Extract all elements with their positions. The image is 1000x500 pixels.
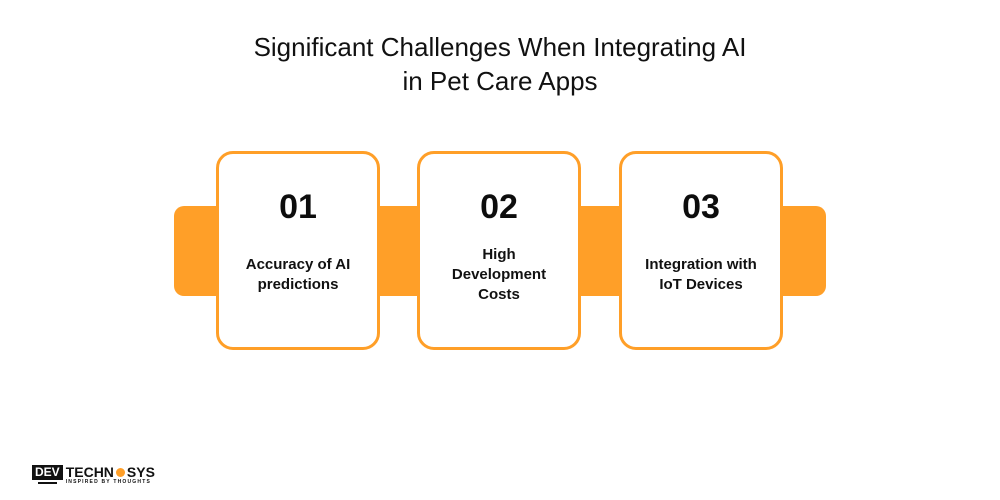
- diagram-title: Significant Challenges When Integrating …: [0, 30, 1000, 98]
- challenge-card-3: 03 Integration with IoT Devices: [619, 151, 783, 350]
- card-label: High Development Costs: [451, 246, 547, 303]
- logo-tagline: INSPIRED BY THOUGHTS: [65, 479, 151, 485]
- challenge-card-1: 01 Accuracy of AI predictions: [216, 151, 380, 350]
- title-line-1: Significant Challenges When Integrating …: [253, 32, 747, 62]
- title-line-2: in Pet Care Apps: [402, 66, 598, 96]
- logo-word-right: SYS: [126, 464, 155, 480]
- card-number: 03: [682, 188, 720, 226]
- logo-monitor-icon: DEV: [32, 465, 63, 484]
- card-number: 02: [480, 188, 518, 226]
- brand-logo: DEV TECHN SYS INSPIRED BY THOUGHTS: [32, 465, 155, 487]
- card-number: 01: [279, 188, 317, 226]
- logo-wordmark: TECHN SYS: [66, 465, 155, 479]
- logo-word-left: TECHN: [65, 464, 114, 480]
- card-label: Accuracy of AI predictions: [245, 256, 351, 293]
- card-label: Integration with IoT Devices: [645, 256, 757, 293]
- gear-icon: [115, 467, 125, 477]
- challenge-card-2: 02 High Development Costs: [417, 151, 581, 350]
